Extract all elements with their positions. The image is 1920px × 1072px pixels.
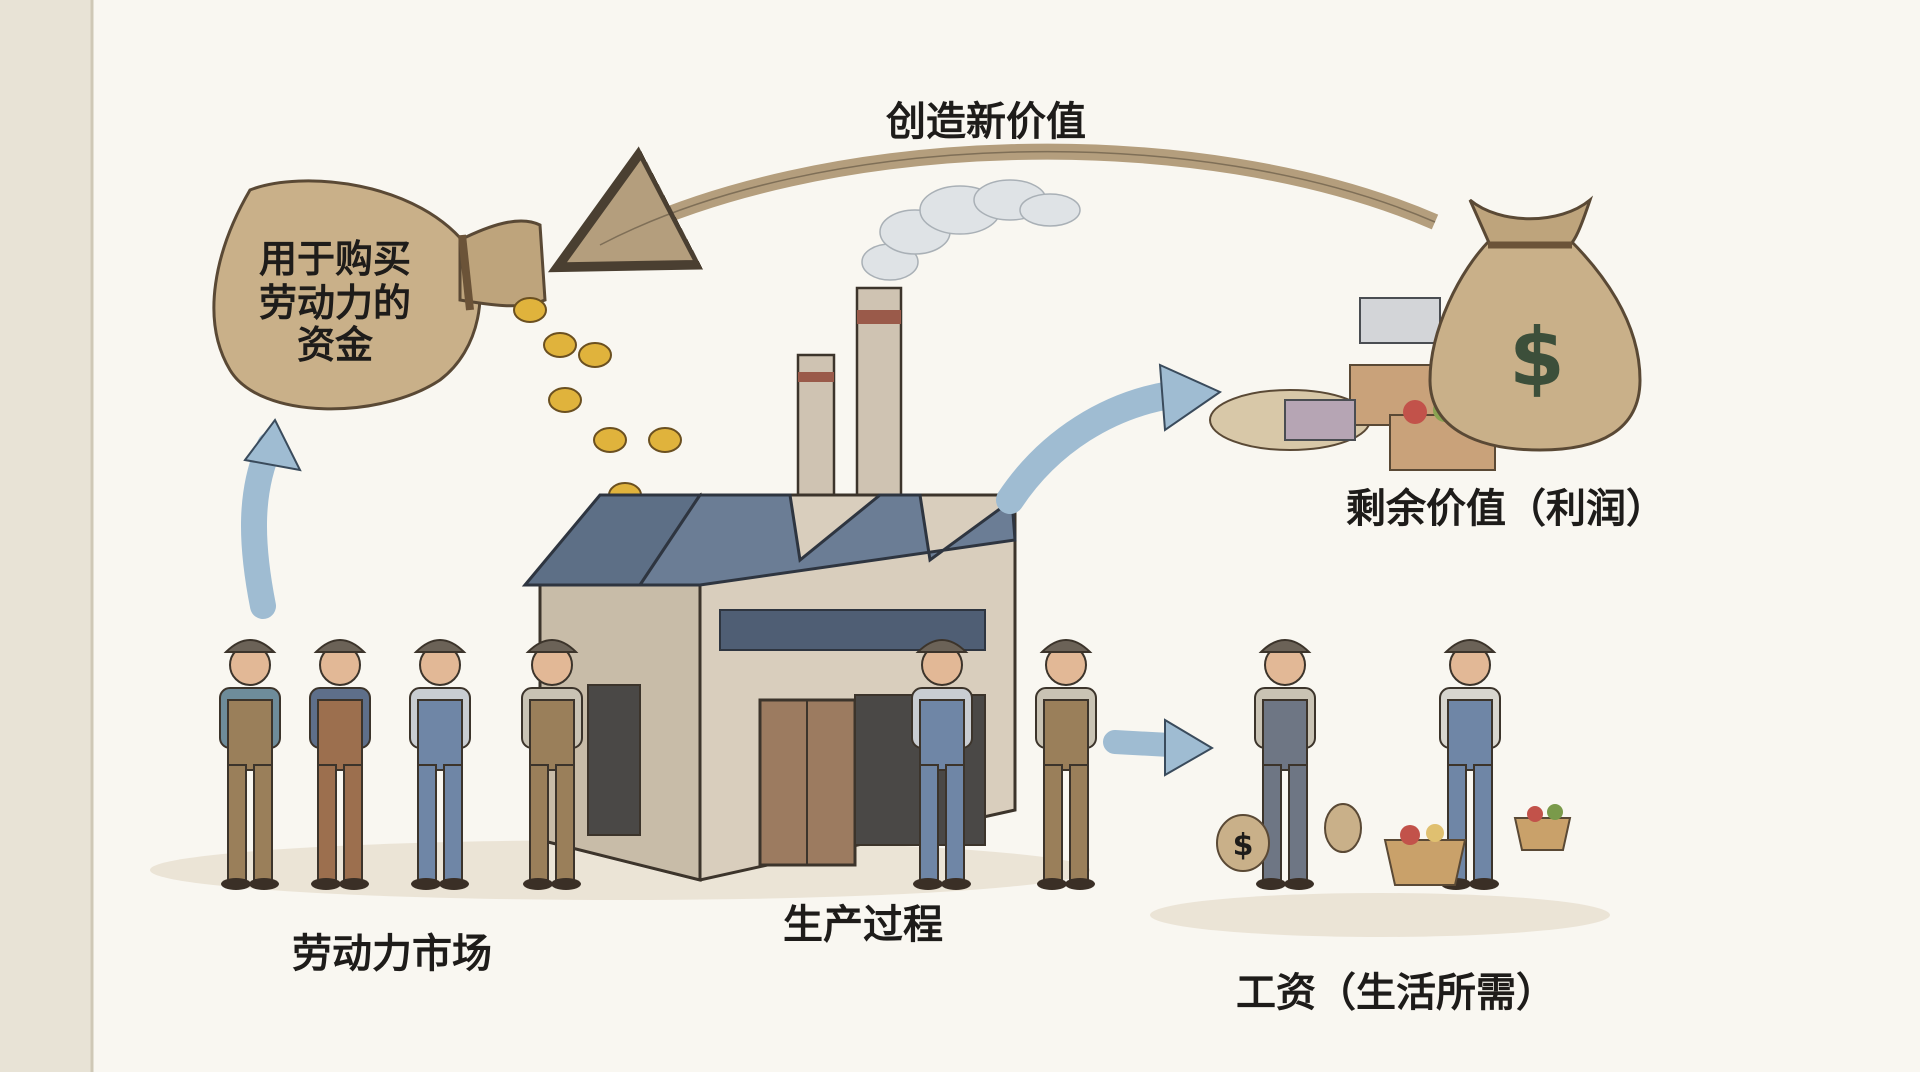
coin-icon — [543, 332, 577, 358]
coin-icon — [513, 297, 547, 323]
coin-icon — [648, 427, 682, 453]
label-wages: 工资（生活所需） — [1236, 970, 1556, 1016]
chimney-smoke — [861, 179, 1081, 281]
label-create-value: 创造新价值 — [886, 99, 1086, 145]
worker-figure — [1035, 639, 1097, 890]
arrow-production-to-surplus-head — [1158, 363, 1223, 432]
coin-icon — [578, 342, 612, 368]
label-labor-market: 劳动力市场 — [292, 931, 492, 977]
food-baskets — [1383, 804, 1572, 886]
worker-figure — [911, 639, 973, 890]
capital-bag-label-line3: 资金 — [297, 323, 374, 367]
label-surplus-value: 剩余价值（利润） — [1346, 486, 1666, 532]
workers — [219, 639, 1501, 890]
arrow-labor-to-capital — [240, 432, 283, 619]
wage-money-bags: $ — [1216, 803, 1362, 872]
dollar-sign-icon: $ — [1509, 311, 1565, 404]
coin-icon — [593, 427, 627, 453]
worker-figure — [409, 639, 471, 890]
create-value-arrow-outline — [599, 150, 1436, 246]
book-spine — [0, 0, 92, 1072]
worker-figure — [521, 639, 583, 890]
arrow-production-to-surplus — [996, 381, 1184, 514]
ground-shadow-right — [1150, 893, 1610, 937]
capital-bag-label-line2: 劳动力的 — [259, 281, 411, 325]
surplus-money-bag: $ — [1428, 195, 1642, 452]
arrow-production-to-wages-head — [1164, 718, 1214, 777]
worker-figure — [309, 639, 371, 890]
wage-bag-dollar-icon: $ — [1233, 828, 1254, 863]
capital-bag-label-line1: 用于购买 — [259, 237, 411, 281]
arrow-production-to-wages — [1103, 730, 1182, 757]
capital-money-bag: 用于购买 劳动力的 资金 — [212, 179, 547, 411]
label-production-process: 生产过程 — [783, 902, 943, 948]
factory-chimneys — [796, 286, 903, 500]
worker-figure — [219, 639, 281, 890]
arrow-labor-to-capital-head — [243, 418, 302, 472]
worker-figure — [1439, 639, 1501, 890]
coin-icon — [548, 387, 582, 413]
